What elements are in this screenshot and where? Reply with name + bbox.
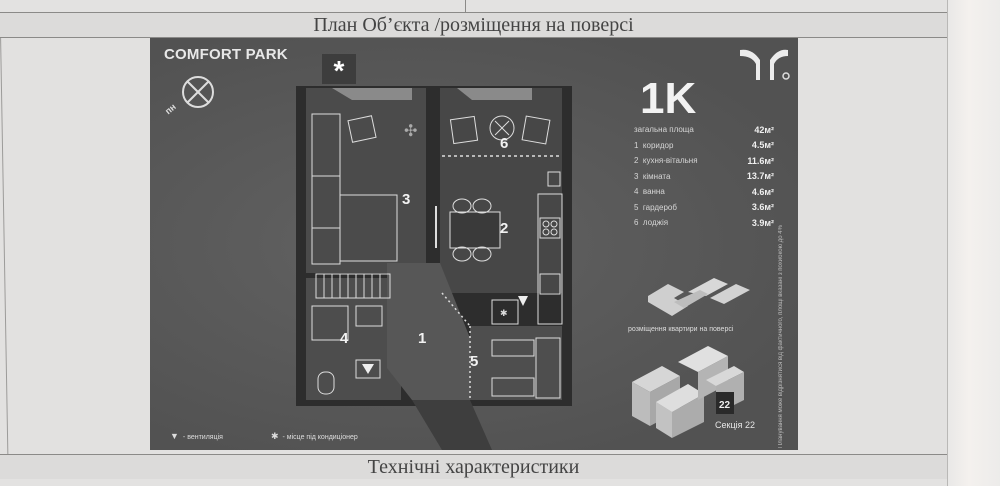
- svg-text:✣: ✣: [404, 123, 417, 140]
- legend-item-ac: ✱- місце під кондиціонер: [270, 431, 358, 441]
- disclaimer-note: Планування може відрізнятися від фактичн…: [778, 225, 784, 448]
- legend: ▼- вентиляція ✱- місце під кондиціонер: [170, 431, 358, 442]
- room-area: 3.9м²: [751, 217, 774, 228]
- floor-placement-label: розміщення квартири на поверсі: [628, 326, 734, 333]
- room-row: 4 ванна 4.6м²: [634, 184, 774, 200]
- room-num: 1: [634, 140, 639, 150]
- room-area: 4.5м²: [751, 140, 774, 151]
- room-row: 1 коридор 4.5м²: [634, 138, 774, 154]
- room-label-3: 3: [402, 191, 411, 208]
- total-area-label: загальна площа: [634, 125, 694, 135]
- apartment-type: 1K: [640, 74, 697, 123]
- room-num: 6: [634, 218, 639, 228]
- page-edge: [947, 0, 1000, 486]
- room-area: 13.7м²: [746, 171, 774, 182]
- room-area-list: загальна площа 42м² 1 коридор 4.5м² 2 ку…: [634, 122, 774, 231]
- total-area-row: загальна площа 42м²: [634, 122, 774, 138]
- legend-label: вентиляція: [187, 434, 223, 441]
- room-num: 5: [634, 202, 639, 212]
- compass-icon: [182, 76, 214, 108]
- room-label-5: 5: [470, 353, 479, 370]
- room-name: гардероб: [642, 202, 677, 212]
- brand-name: COMFORT PARK: [164, 46, 288, 63]
- room-area: 4.6м²: [751, 186, 774, 197]
- room-row: 3 кімната 13.7м²: [634, 169, 774, 185]
- previous-table-row: [0, 0, 947, 13]
- room-name: ванна: [642, 187, 665, 197]
- section-header: План Об’єкта /розміщення на поверсі: [0, 13, 947, 38]
- room-num: 3: [634, 171, 639, 181]
- developer-logo-icon: [740, 49, 790, 80]
- room-num: 4: [634, 187, 639, 197]
- room-num: 2: [634, 156, 639, 166]
- room-label-6: 6: [500, 135, 509, 152]
- floor-plan-drawing: ✣ ✱: [296, 86, 572, 450]
- svg-text:✱: ✱: [500, 308, 508, 318]
- room-row: 2 кухня-вітальня 11.6м²: [634, 153, 774, 169]
- room-name: лоджія: [642, 218, 669, 228]
- next-section-header: Технічні характеристики: [0, 454, 947, 480]
- room-row: 5 гардероб 3.6м²: [634, 200, 774, 216]
- ac-snowflake-icon: *: [322, 54, 356, 86]
- ac-icon: ✱: [270, 431, 279, 441]
- vent-triangle-icon: ▼: [170, 431, 179, 441]
- room-label-2: 2: [500, 220, 509, 237]
- section-badge: 22: [719, 400, 731, 411]
- cell-divider: [465, 0, 466, 12]
- room-name: кухня-вітальня: [642, 156, 698, 166]
- compass-north-label: пн: [163, 101, 178, 117]
- room-name: коридор: [642, 140, 674, 150]
- floor-placement-diagram: [648, 278, 750, 316]
- room-area: 3.6м²: [751, 202, 774, 213]
- legend-label: місце під кондиціонер: [286, 434, 358, 441]
- room-row: 6 лоджія 3.9м²: [634, 215, 774, 231]
- legend-item-ventilation: ▼- вентиляція: [170, 431, 223, 441]
- room-label-4: 4: [340, 330, 349, 347]
- section-label: Секція 22: [715, 420, 755, 430]
- room-label-1: 1: [418, 330, 427, 347]
- room-area: 11.6м²: [747, 155, 774, 166]
- section-3d-diagram: 22: [632, 346, 744, 438]
- total-area-value: 42м²: [754, 124, 774, 135]
- room-name: кімната: [642, 171, 671, 181]
- table-row-bottom: [0, 479, 947, 486]
- floor-plan-card: COMFORT PARK пн * ✣: [150, 38, 798, 450]
